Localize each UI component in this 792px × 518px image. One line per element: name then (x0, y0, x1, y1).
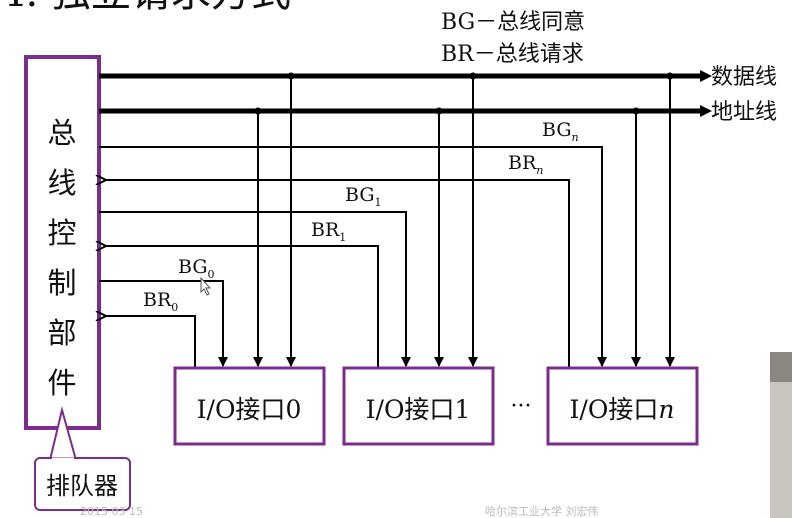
legend-br: BR－总线请求 (441, 42, 584, 67)
mouse-cursor-icon (200, 276, 212, 296)
label-bg-0: BG0 (178, 256, 215, 281)
controller-char-3: 控 (47, 216, 76, 250)
io-interface-n-label: I/O接口n (570, 395, 675, 424)
label-br-1: BR1 (311, 219, 346, 244)
queue-callout-pointer (49, 406, 77, 461)
signal-lines (99, 146, 607, 368)
footer-credit: 哈尔滨工业大学 刘宏伟 (485, 504, 599, 518)
slide-title: 4. 独立请求方式 (0, 0, 291, 16)
presenter-photo-fragment (770, 352, 792, 518)
io-interface-1-label: I/O接口1 (366, 395, 471, 424)
bus-taps (253, 72, 675, 367)
controller-char-6: 件 (47, 366, 76, 400)
controller-char-1: 总 (47, 116, 76, 150)
label-br-0: BR0 (143, 289, 178, 314)
io-interface-1-box (342, 366, 495, 446)
address-bus-label: 地址线 (711, 100, 777, 125)
queue-box (34, 457, 131, 511)
footer-date: 2015 03 15 (80, 505, 143, 518)
controller-char-4: 制 (47, 266, 76, 300)
label-br-n: BRn (508, 152, 543, 177)
io-interface-0-box (173, 366, 326, 446)
queue-label: 排队器 (46, 472, 118, 500)
controller-char-2: 线 (47, 166, 76, 200)
io-interface-0-label: I/O接口0 (197, 395, 302, 424)
legend-bg: BG－总线同意 (441, 10, 585, 35)
interface-ellipsis: ··· (511, 394, 532, 419)
label-bg-1: BG1 (345, 184, 382, 209)
data-bus-label: 数据线 (711, 65, 777, 90)
controller-char-5: 部 (47, 316, 76, 350)
data-bus-arrowhead (700, 70, 712, 82)
label-bg-n: BGn (542, 119, 579, 144)
address-bus-arrowhead (700, 105, 712, 117)
io-interface-n-box (546, 366, 699, 446)
